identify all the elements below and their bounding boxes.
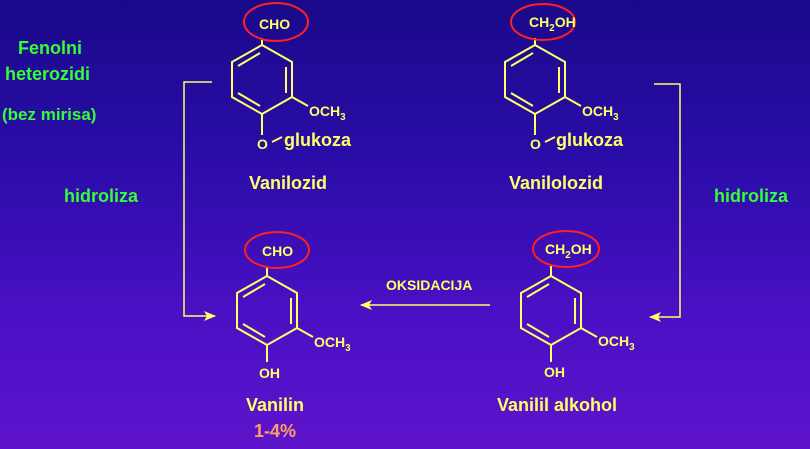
vanilolozid-methoxy-group: OCH3 <box>582 103 619 123</box>
hydrolysis-left-label: hidroliza <box>64 186 139 206</box>
hydrolysis-right-arrow <box>649 83 681 322</box>
vanilil-alkohol-ch2oh-group: CH2OH <box>545 241 592 261</box>
vanilolozid-benzene-ring <box>504 43 566 116</box>
vanilolozid-ch2oh-group: CH2OH <box>529 14 576 34</box>
vanilozid-structure <box>231 2 309 143</box>
vanilozid-benzene-ring <box>231 43 293 116</box>
vanilil-alkohol-ch2oh-highlight <box>532 230 600 268</box>
vanilil-alkohol-structure <box>520 230 600 362</box>
vanilolozid-structure <box>504 3 582 143</box>
vanilin-yield: 1-4% <box>254 421 297 441</box>
heading-line1: Fenolni <box>18 38 82 58</box>
vanilolozid-name: Vanilolozid <box>509 173 604 193</box>
vanilin-cho-group: CHO <box>262 243 294 259</box>
vanilolozid-ether-oxygen: O <box>530 136 541 152</box>
vanilil-alkohol-methoxy-group: OCH3 <box>598 333 635 353</box>
vanilin-name: Vanilin <box>246 395 305 415</box>
oxidation-label: OKSIDACIJA <box>386 277 473 293</box>
vanilozid-methoxy-group: OCH3 <box>309 103 346 123</box>
vanilolozid-glucose: glukoza <box>556 130 624 150</box>
vanilozid-ether-oxygen: O <box>257 136 268 152</box>
vanilozid-glucose: glukoza <box>284 130 352 150</box>
vanilin-cho-highlight <box>244 231 310 269</box>
vanilolozid-ch2oh-highlight <box>510 3 576 41</box>
vanilin-methoxy-group: OCH3 <box>314 334 351 354</box>
vanilil-alkohol-name: Vanilil alkohol <box>497 395 618 415</box>
vanilil-alkohol-benzene-ring <box>520 274 582 347</box>
vanilin-benzene-ring <box>236 274 298 347</box>
vanilin-structure <box>236 231 314 362</box>
heading-note: (bez mirisa) <box>2 105 97 124</box>
hydrolysis-left-arrow <box>183 81 216 321</box>
vanilozid-cho-highlight <box>243 2 309 42</box>
vanilozid-cho-group: CHO <box>259 16 291 32</box>
heading-line2: heterozidi <box>5 64 91 84</box>
hydrolysis-right-label: hidroliza <box>714 186 789 206</box>
vanilin-hydroxy-group: OH <box>259 365 280 381</box>
vanilozid-name: Vanilozid <box>249 173 328 193</box>
vanilil-alkohol-hydroxy-group: OH <box>544 364 565 380</box>
